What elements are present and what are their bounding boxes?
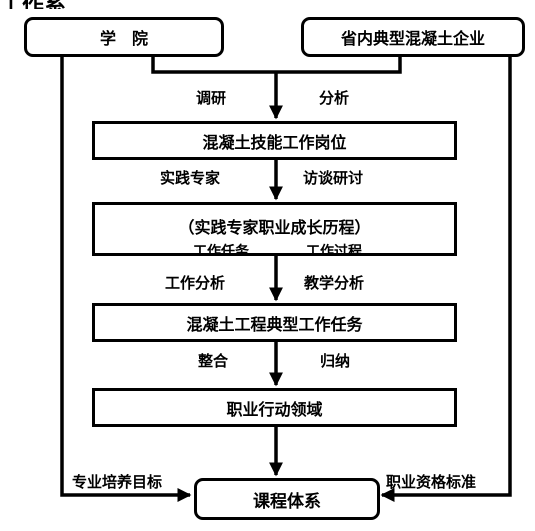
connector-enterprise-merge bbox=[276, 57, 402, 74]
label-work-analysis: 工作分析 bbox=[165, 274, 226, 292]
label-summarize: 归纳 bbox=[320, 352, 351, 370]
cropped-title-fragment: 工作系 bbox=[0, 0, 66, 9]
label-research: 调研 bbox=[196, 89, 227, 107]
label-analysis: 分析 bbox=[319, 89, 350, 107]
node-enterprise-label: 省内典型混凝土企业 bbox=[340, 29, 485, 48]
label-teaching-analysis: 教学分析 bbox=[304, 274, 365, 292]
node-task-label: 混凝土工程典型工作任务 bbox=[186, 314, 363, 334]
node-post-label: 混凝土技能工作岗位 bbox=[202, 132, 347, 152]
node-college-label: 学 院 bbox=[99, 29, 148, 48]
node-college: 学 院 bbox=[24, 17, 224, 57]
cropped-top-text: 工作系 bbox=[0, 0, 535, 9]
growth-sub-left: 工作任务 bbox=[193, 244, 249, 253]
node-growth-label: （实践专家职业成长历程） bbox=[178, 218, 371, 237]
node-curriculum-label: 课程体系 bbox=[253, 491, 321, 512]
node-field-label: 职业行动领域 bbox=[226, 399, 323, 419]
node-field: 职业行动领域 bbox=[92, 388, 457, 427]
arrow-college-to-curriculum bbox=[60, 57, 192, 502]
label-expert: 实践专家 bbox=[160, 169, 221, 187]
growth-sub-right: 工作过程 bbox=[306, 244, 362, 253]
label-training-goal: 专业培养目标 bbox=[72, 473, 163, 491]
label-integrate: 整合 bbox=[198, 352, 229, 370]
node-post: 混凝土技能工作岗位 bbox=[92, 121, 457, 160]
connector-college-merge bbox=[151, 57, 276, 74]
arrow-enterprise-to-curriculum bbox=[380, 57, 512, 502]
node-curriculum: 课程体系 bbox=[194, 478, 380, 520]
label-qualification: 职业资格标准 bbox=[386, 473, 477, 491]
node-growth: （实践专家职业成长历程） bbox=[92, 202, 457, 256]
node-task: 混凝土工程典型工作任务 bbox=[92, 303, 457, 342]
node-enterprise: 省内典型混凝土企业 bbox=[301, 17, 525, 57]
label-interview: 访谈研讨 bbox=[303, 169, 364, 187]
